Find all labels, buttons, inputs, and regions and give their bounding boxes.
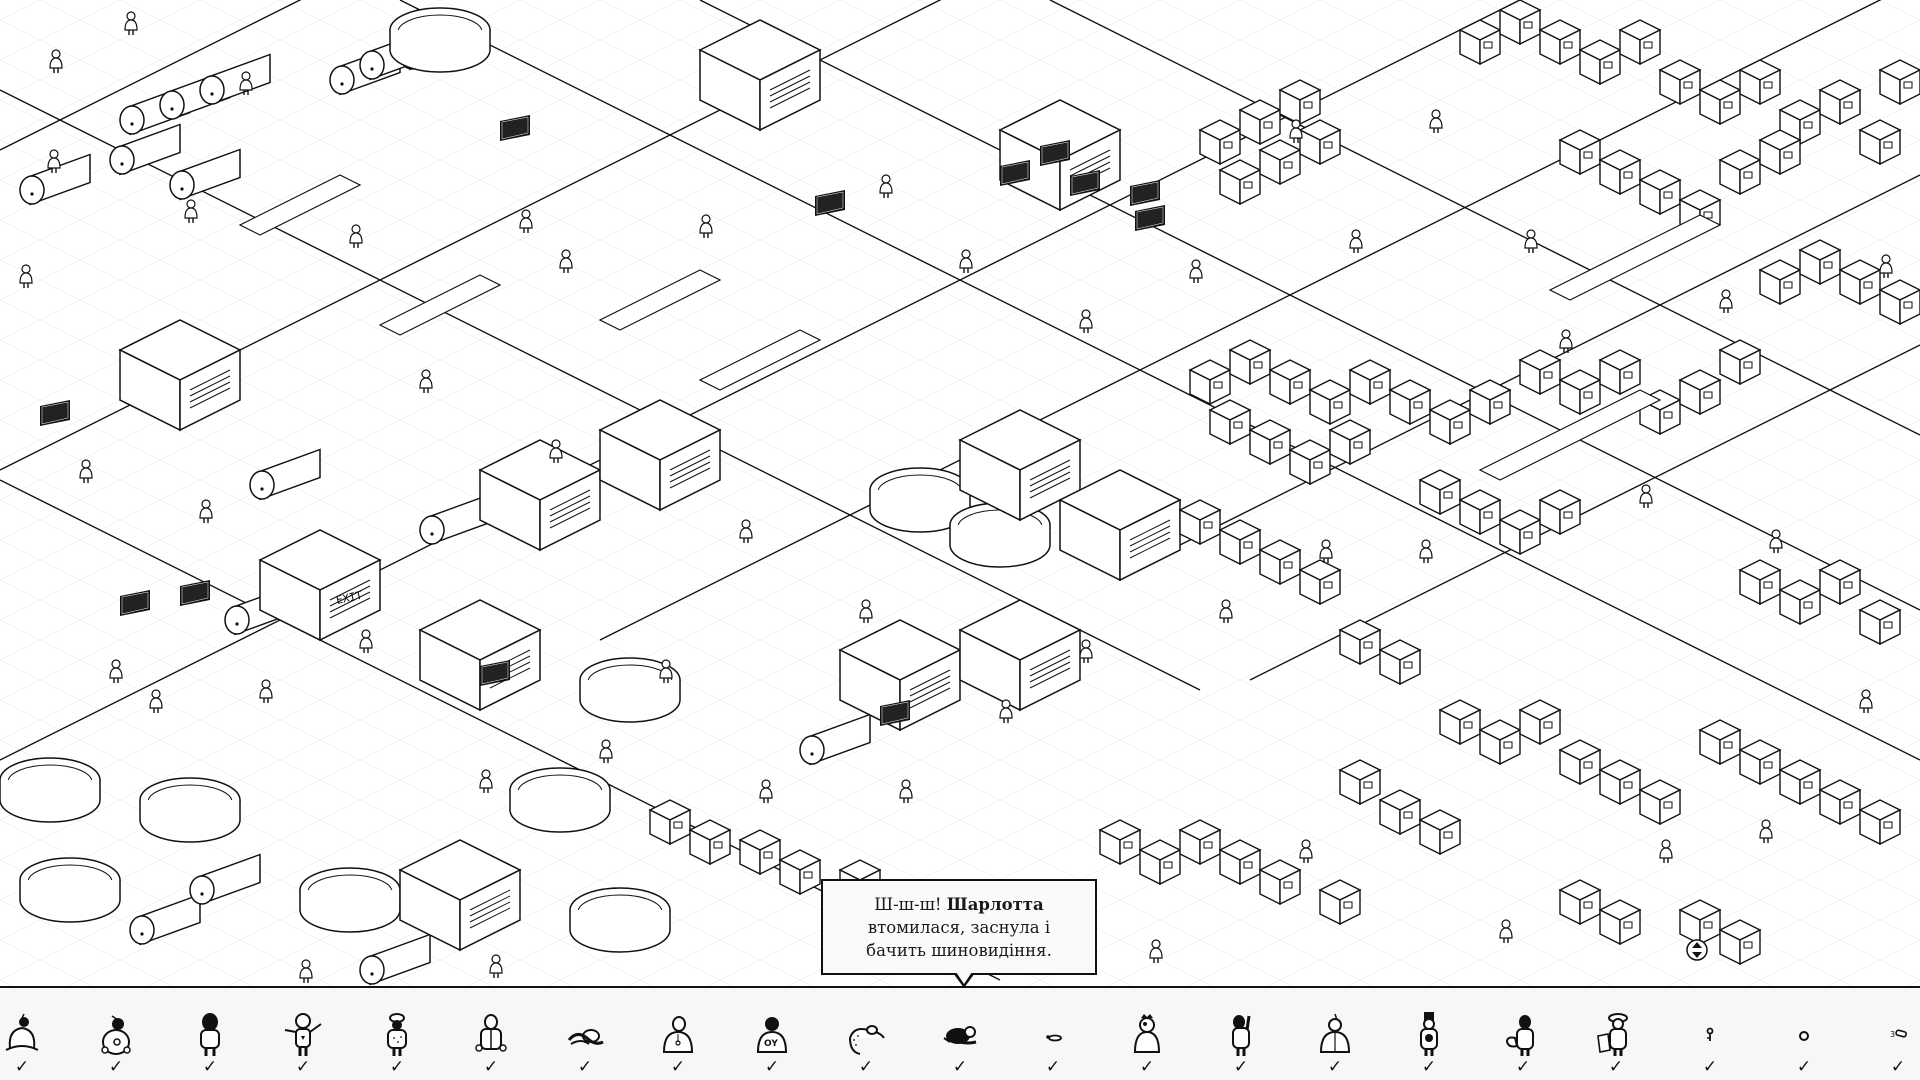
isometric-factory-illustration[interactable]: EXIT bbox=[0, 0, 1920, 987]
target-item[interactable]: ✓ bbox=[1764, 988, 1844, 1080]
found-check-icon: ✓ bbox=[202, 1057, 218, 1077]
found-check-icon: ✓ bbox=[389, 1057, 405, 1077]
target-item[interactable]: ✓ bbox=[1201, 988, 1281, 1080]
person-tall-hat-icon bbox=[1420, 1012, 1438, 1056]
game-scene[interactable]: EXIT bbox=[0, 0, 1920, 987]
target-item[interactable]: ✓ bbox=[1295, 988, 1375, 1080]
person-basket-icon bbox=[1505, 1015, 1534, 1056]
person-oy-shirt-icon: OY bbox=[756, 1017, 788, 1053]
target-item[interactable]: ✓ bbox=[1670, 988, 1750, 1080]
target-item[interactable]: ✓ bbox=[263, 988, 343, 1080]
key-icon bbox=[1706, 1027, 1714, 1041]
found-check-icon: ✓ bbox=[1796, 1057, 1812, 1077]
target-item[interactable]: ✓ bbox=[1576, 988, 1656, 1080]
person-coat-icon bbox=[475, 1014, 507, 1052]
found-check-icon: ✓ bbox=[1515, 1057, 1531, 1077]
person-sitting-antenna-icon bbox=[1319, 1013, 1351, 1053]
target-item[interactable]: ✓ bbox=[451, 988, 531, 1080]
found-check-icon: ✓ bbox=[295, 1057, 311, 1077]
hint-line-3: бачить шиновидіння. bbox=[866, 941, 1052, 960]
target-item[interactable]: ✓ bbox=[920, 988, 1000, 1080]
found-check-icon: ✓ bbox=[483, 1057, 499, 1077]
found-check-icon: ✓ bbox=[764, 1057, 780, 1077]
target-item[interactable]: OY ✓ bbox=[732, 988, 812, 1080]
svg-text:3: 3 bbox=[1890, 1030, 1895, 1039]
found-check-icon: ✓ bbox=[1421, 1057, 1437, 1077]
found-check-icon: ✓ bbox=[1045, 1057, 1061, 1077]
exit-sign: EXIT bbox=[335, 589, 364, 607]
found-check-icon: ✓ bbox=[577, 1057, 593, 1077]
found-check-icon: ✓ bbox=[1327, 1057, 1343, 1077]
svg-text:OY: OY bbox=[764, 1039, 778, 1049]
person-crown-sitting-icon bbox=[1133, 1014, 1161, 1053]
person-mermaid-icon bbox=[849, 1025, 885, 1055]
found-check-icon: ✓ bbox=[1608, 1057, 1624, 1077]
target-item[interactable]: ✓ bbox=[170, 988, 250, 1080]
hint-line-1: Ш-ш-ш! Шарлотта bbox=[874, 895, 1044, 914]
target-item[interactable]: 3 ✓ bbox=[1858, 988, 1920, 1080]
person-arms-up-icon bbox=[284, 1013, 322, 1056]
found-check-icon: ✓ bbox=[1702, 1057, 1718, 1077]
target-bar: ✓ ✓ ✓ ✓ ✓ ✓ ✓ ✓ OY ✓ ✓ ✓ ✓ bbox=[0, 988, 1920, 1080]
target-item[interactable]: ✓ bbox=[826, 988, 906, 1080]
found-check-icon: ✓ bbox=[952, 1057, 968, 1077]
person-sitting-necklace-icon bbox=[662, 1016, 694, 1053]
target-name: Шарлотта bbox=[946, 895, 1044, 914]
target-item[interactable]: ✓ bbox=[638, 988, 718, 1080]
person-skirt-icon bbox=[5, 1013, 39, 1051]
tag-icon: 3 bbox=[1890, 1029, 1907, 1039]
target-item[interactable]: ✓ bbox=[545, 988, 625, 1080]
small-object-icon bbox=[1046, 1034, 1062, 1042]
person-round-icon bbox=[101, 1015, 131, 1055]
target-item[interactable]: ✓ bbox=[1483, 988, 1563, 1080]
ring-icon bbox=[1799, 1031, 1809, 1041]
found-check-icon: ✓ bbox=[1233, 1057, 1249, 1077]
person-detective-icon bbox=[1597, 1013, 1628, 1056]
target-item[interactable]: ✓ bbox=[1389, 988, 1469, 1080]
target-item[interactable]: ✓ bbox=[0, 988, 62, 1080]
found-check-icon: ✓ bbox=[1139, 1057, 1155, 1077]
target-item[interactable]: ✓ bbox=[357, 988, 437, 1080]
person-dark-hair-icon bbox=[200, 1013, 220, 1056]
found-check-icon: ✓ bbox=[14, 1057, 30, 1077]
hint-bubble-pointer-fill bbox=[956, 972, 972, 984]
found-check-icon: ✓ bbox=[858, 1057, 874, 1077]
hint-line-2: втомилася, заснула і bbox=[867, 918, 1051, 937]
target-item[interactable]: ✓ bbox=[76, 988, 156, 1080]
scroll-indicator-icon bbox=[1686, 939, 1708, 961]
found-check-icon: ✓ bbox=[108, 1057, 124, 1077]
found-check-icon: ✓ bbox=[1890, 1057, 1906, 1077]
target-item[interactable]: ✓ bbox=[1013, 988, 1093, 1080]
found-check-icon: ✓ bbox=[670, 1057, 686, 1077]
hint-speech-bubble: Ш-ш-ш! Шарлотта втомилася, заснула і бач… bbox=[821, 879, 1097, 975]
person-phone-icon bbox=[1232, 1015, 1251, 1056]
person-sleeping-dark-icon bbox=[943, 1026, 977, 1045]
person-chef-hat-icon bbox=[387, 1013, 407, 1056]
person-lying-icon bbox=[567, 1029, 604, 1045]
target-item[interactable]: ✓ bbox=[1107, 988, 1187, 1080]
